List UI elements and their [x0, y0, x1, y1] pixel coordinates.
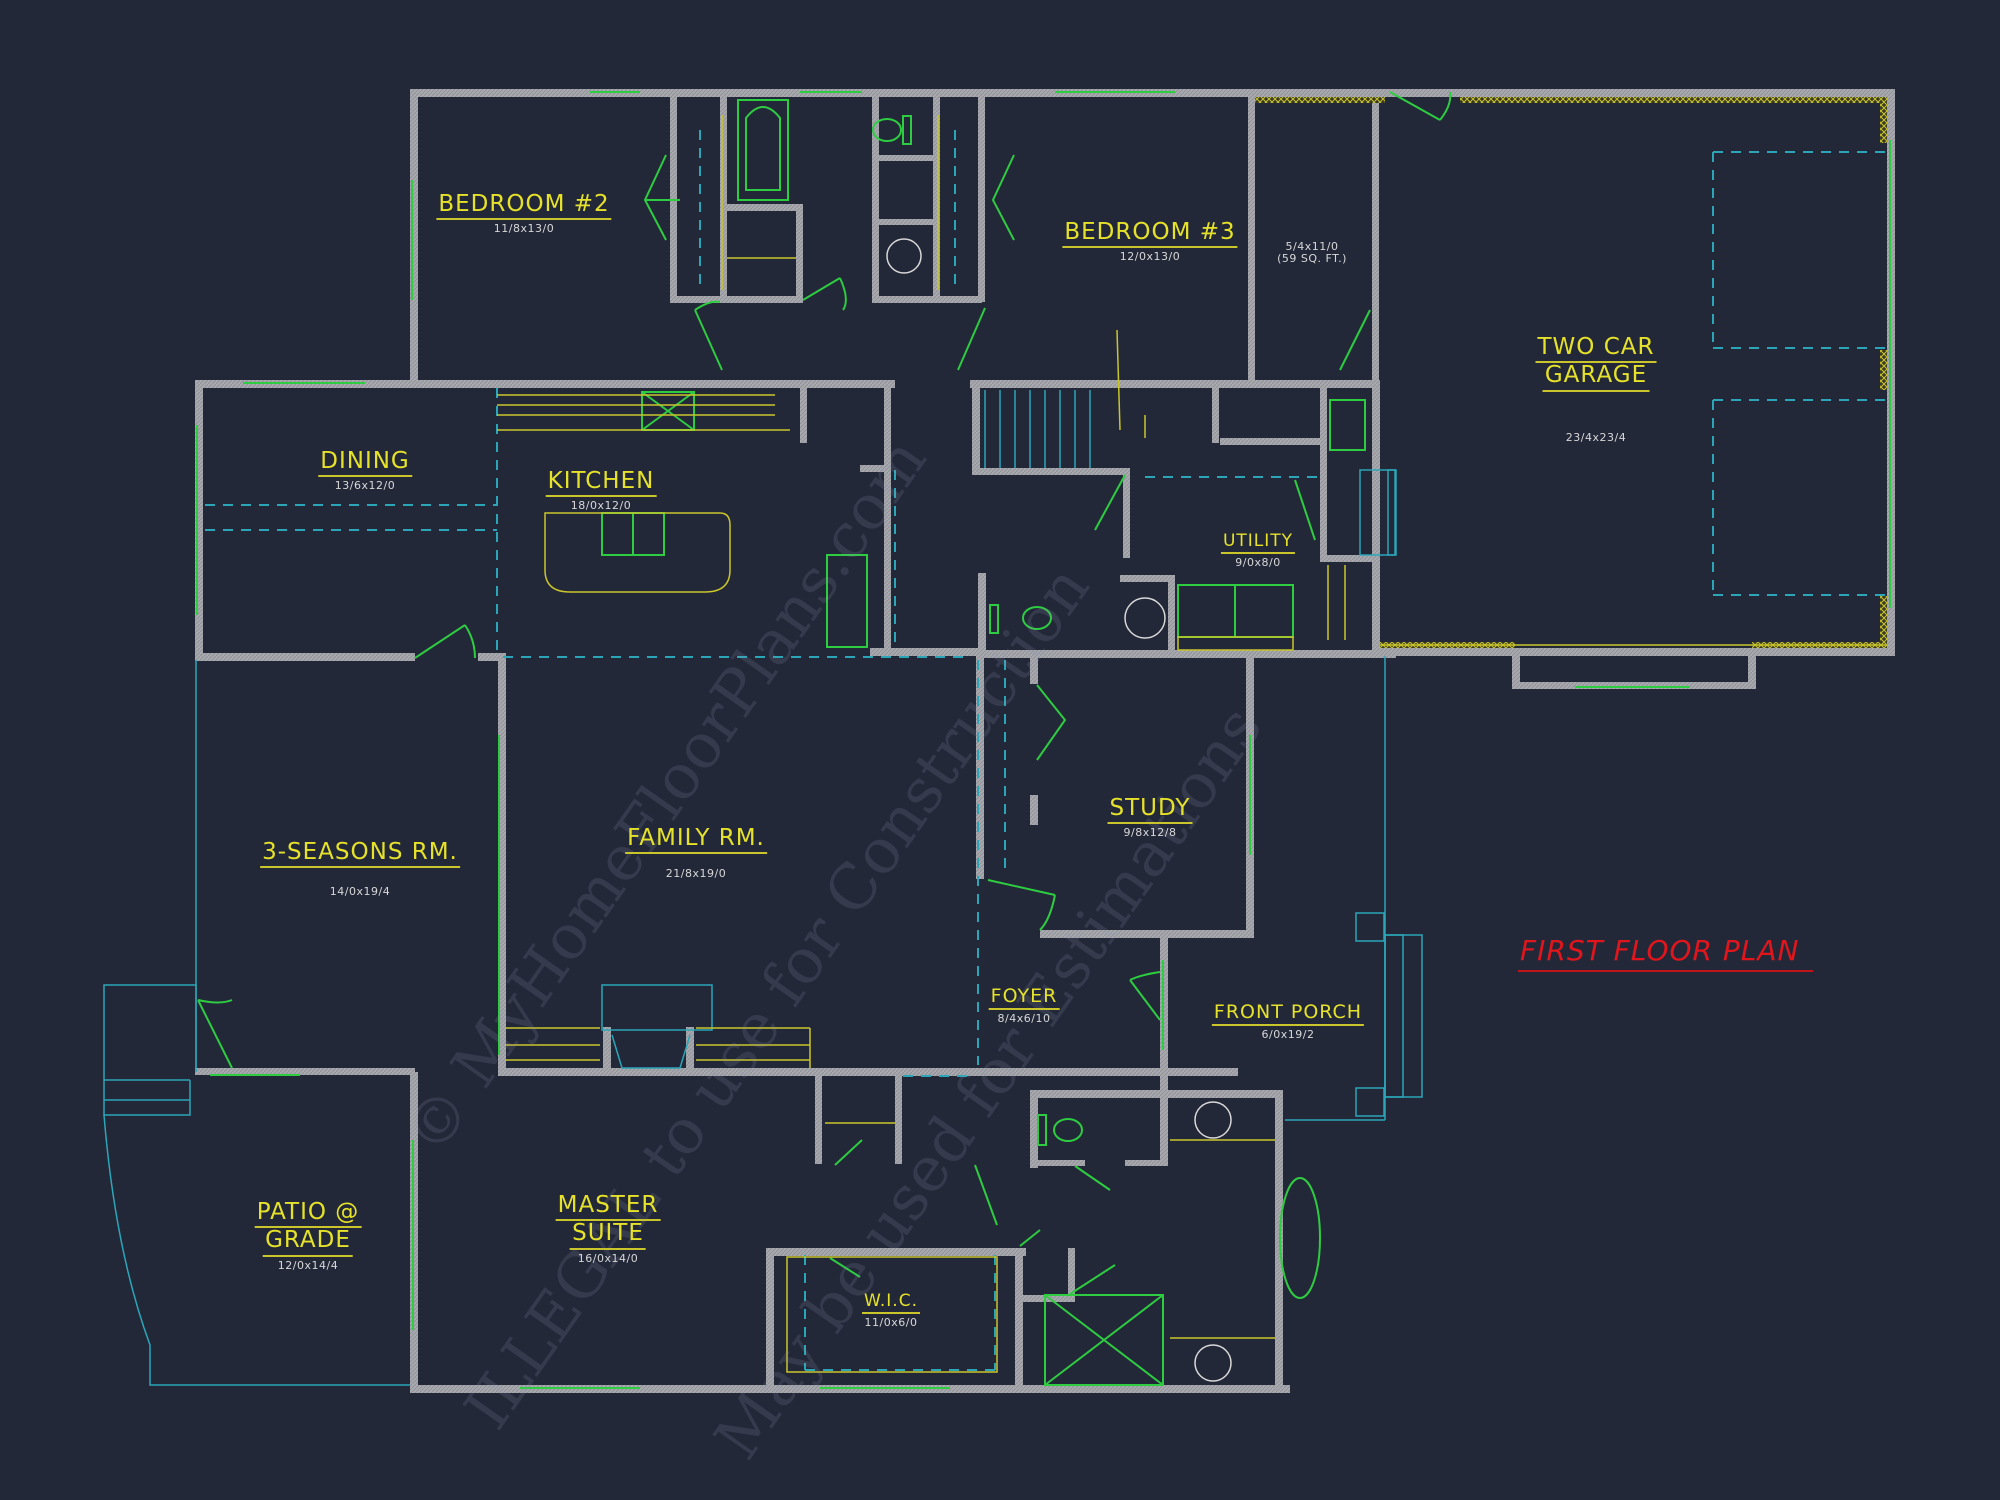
room-bedroom-3: BEDROOM #3 12/0x13/0 [1062, 219, 1238, 264]
room-foyer: FOYER 8/4x6/10 [988, 986, 1060, 1025]
fixtures-white [886, 238, 1232, 1382]
room-dims: 11/0x6/0 [864, 1315, 918, 1329]
room-name-2: SUITE [570, 1221, 646, 1250]
room-dims: 23/4x23/4 [1565, 430, 1627, 444]
room-patio: PATIO @ GRADE 12/0x14/4 [254, 1199, 362, 1272]
room-name: KITCHEN [545, 468, 657, 498]
room-name-2: GARAGE [1542, 363, 1650, 392]
room-name: DINING [318, 448, 412, 478]
room-name: W.I.C. [862, 1292, 920, 1314]
room-dims: 21/8x19/0 [665, 867, 727, 881]
room-dims: 12/0x13/0 [1119, 250, 1181, 264]
room-extra: (59 SQ. FT.) [1277, 252, 1347, 266]
room-name: FOYER [988, 986, 1060, 1010]
room-dims: 5/4x11/0 [1285, 240, 1339, 253]
cabinetry [497, 115, 1887, 1373]
doors-windows [196, 91, 1891, 1389]
room-name: MASTER [555, 1192, 661, 1222]
room-dims: 16/0x14/0 [577, 1251, 639, 1265]
room-front-porch: FRONT PORCH 6/0x19/2 [1211, 1002, 1365, 1041]
plan-title: FIRST FLOOR PLAN [1518, 934, 1814, 972]
room-name-2: GRADE [263, 1228, 353, 1257]
room-dims: 6/0x19/2 [1261, 1027, 1315, 1041]
room-dims: 9/8x12/8 [1123, 826, 1177, 840]
room-utility: UTILITY 9/0x8/0 [1220, 532, 1296, 569]
room-wic: W.I.C. 11/0x6/0 [862, 1292, 920, 1329]
room-dims: 14/0x19/4 [329, 885, 391, 899]
room-dining: DINING 13/6x12/0 [318, 448, 412, 493]
room-name: BEDROOM #2 [436, 191, 612, 221]
room-dims: 13/6x12/0 [334, 479, 396, 493]
room-dims: 11/8x13/0 [493, 222, 555, 236]
room-master-suite: MASTER SUITE 16/0x14/0 [555, 1192, 661, 1265]
room-dims: 9/0x8/0 [1235, 555, 1281, 569]
room-name: STUDY [1107, 795, 1193, 825]
room-family: FAMILY RM. 21/8x19/0 [625, 825, 767, 881]
outdoor-outlines [103, 469, 1423, 1386]
room-name: FAMILY RM. [625, 825, 767, 855]
dashed-lines [205, 130, 1885, 1371]
room-dims: 8/4x6/10 [997, 1011, 1051, 1025]
room-three-seasons: 3-SEASONS RM. 14/0x19/4 [260, 839, 460, 899]
walls [195, 89, 1895, 1393]
stairs [984, 390, 1091, 468]
room-study: STUDY 9/8x12/8 [1107, 795, 1193, 840]
room-name: PATIO @ [254, 1199, 362, 1229]
room-dims: 12/0x14/4 [277, 1258, 339, 1272]
room-storage: 5/4x11/0 (59 SQ. FT.) [1277, 238, 1347, 265]
room-kitchen: KITCHEN 18/0x12/0 [545, 468, 657, 513]
room-name: TWO CAR [1535, 334, 1657, 364]
room-dims: 18/0x12/0 [570, 499, 632, 513]
room-name: UTILITY [1220, 532, 1296, 554]
room-bedroom-2: BEDROOM #2 11/8x13/0 [436, 191, 612, 236]
room-name: BEDROOM #3 [1062, 219, 1238, 249]
room-name: 3-SEASONS RM. [260, 839, 460, 869]
room-name: FRONT PORCH [1211, 1002, 1365, 1026]
room-garage: TWO CAR GARAGE 23/4x23/4 [1535, 334, 1657, 444]
